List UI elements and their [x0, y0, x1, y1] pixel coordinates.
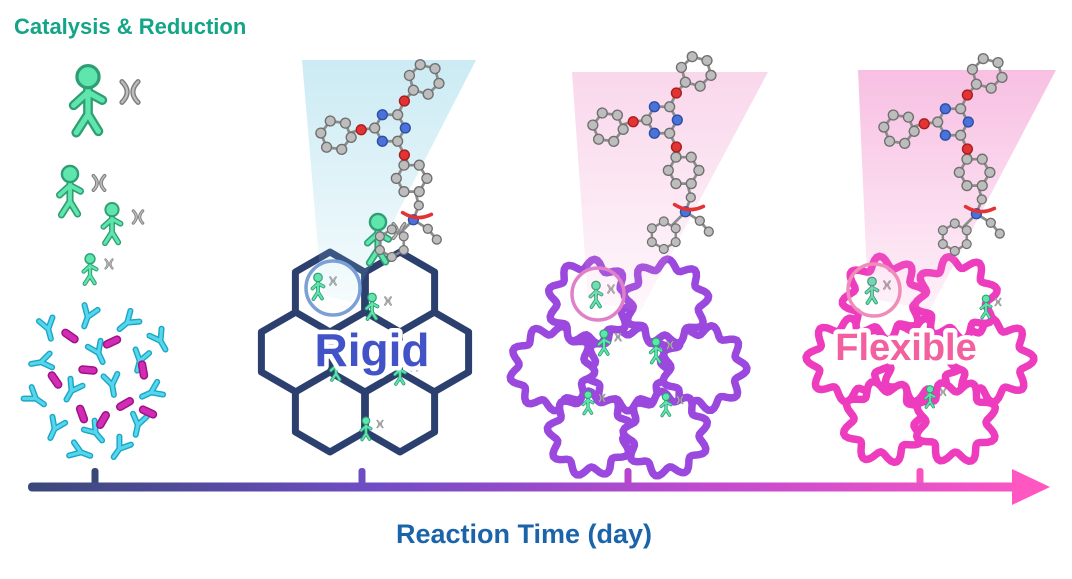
- monomer-y-icon: [30, 354, 52, 371]
- catalyst-figure-icon: [364, 291, 380, 321]
- catalyst-figure-icon: [74, 66, 103, 133]
- projection-beam-pink-2: [858, 70, 1056, 310]
- wavy-pore-ring: [619, 387, 712, 480]
- monomer-y-icon: [24, 387, 48, 410]
- monomer-y-icon: [78, 305, 98, 329]
- monomer-scatter-y: [24, 305, 172, 462]
- catalyst-figure-icon: [359, 415, 373, 442]
- monomer-bar-icon: [137, 359, 149, 381]
- scissors-icon: [91, 174, 107, 192]
- rigid-framework: [257, 248, 473, 456]
- catalyst-figure-icon: [659, 391, 673, 418]
- wavy-pore-ring: [912, 379, 1000, 465]
- monomer-y-icon: [108, 437, 131, 461]
- monomer-y-icon: [149, 329, 171, 353]
- catalyst-figure-icon: [60, 166, 81, 215]
- timeline-tick: [91, 468, 99, 485]
- transition-framework: [506, 255, 751, 480]
- monomer-y-icon: [129, 414, 147, 436]
- scissors-icon: [122, 82, 138, 103]
- monomer-bar-icon: [114, 395, 136, 413]
- title-text: Catalysis & Reduction: [14, 14, 246, 39]
- monomer-y-icon: [39, 317, 58, 340]
- catalyst-figure-icon: [979, 293, 993, 320]
- catalyst-figure-icon: [648, 336, 664, 365]
- monomer-bar-icon: [101, 334, 123, 350]
- catalyst-figures: [60, 66, 121, 284]
- highlight-circle-flexible: [846, 262, 902, 318]
- monomer-y-icon: [139, 382, 163, 403]
- monomer-y-icon: [104, 374, 121, 396]
- scissors-icon: [994, 297, 1002, 307]
- monomer-bar-icon: [46, 369, 64, 391]
- timeline: Reaction Time (day): [28, 468, 1050, 549]
- monomer-y-icon: [44, 417, 65, 441]
- catalyst-figure-icon: [596, 328, 612, 357]
- rigid-label: Rigid: [315, 324, 430, 376]
- timeline-tick: [624, 468, 632, 485]
- wavy-pore-ring: [659, 321, 751, 415]
- monomer-bar-icon: [94, 409, 112, 431]
- flexible-label: Flexible: [835, 327, 977, 369]
- hexagon-pore: [291, 368, 369, 456]
- highlight-circle-transition: [570, 266, 626, 322]
- monomer-bar-icon: [77, 364, 99, 376]
- hexagon-pore: [361, 368, 439, 456]
- timeline-arrowhead: [1012, 469, 1050, 505]
- catalyst-figure-icon: [923, 384, 937, 409]
- timeline-label: Reaction Time (day): [396, 519, 652, 549]
- scissors-icon: [131, 209, 145, 225]
- monomer-y-icon: [69, 442, 93, 462]
- monomer-y-icon: [60, 379, 82, 403]
- catalyst-figure-icon: [581, 389, 595, 416]
- catalyst-figure-icon: [84, 254, 97, 284]
- catalyst-figure-icon: [103, 203, 120, 243]
- monomer-bar-icon: [74, 403, 90, 425]
- highlight-circle-rigid: [304, 259, 362, 317]
- monomer-bar-icon: [59, 327, 81, 345]
- timeline-tick: [358, 468, 366, 485]
- timeline-axis: [28, 482, 1016, 492]
- timeline-tick: [916, 468, 924, 485]
- flexible-framework: [802, 252, 1038, 467]
- wavy-pore-ring: [543, 387, 636, 479]
- scissors-icon: [104, 258, 114, 270]
- monomer-y-icon: [115, 311, 139, 335]
- wavy-pore-ring: [839, 377, 929, 467]
